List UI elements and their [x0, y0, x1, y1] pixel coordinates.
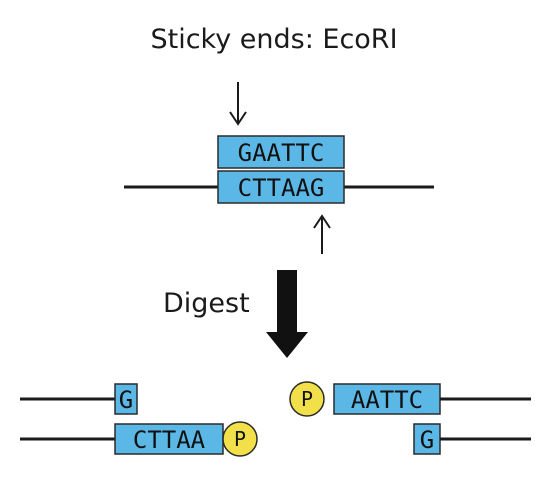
- top-cut-arrow-icon: [229, 82, 247, 126]
- left-top-box: [114, 383, 138, 415]
- recognition-site: GAATTC CTTAAG: [124, 82, 434, 254]
- left-top-overhang: G: [119, 386, 133, 414]
- right-top-sequence: AATTC: [351, 386, 423, 414]
- site-bottom-box: [217, 170, 345, 204]
- left-fragment: G CTTAA P: [20, 383, 258, 457]
- right-fragment: P AATTC G: [289, 381, 531, 455]
- bottom-cut-arrow-icon: [313, 214, 331, 254]
- right-bottom-box: [413, 423, 441, 455]
- digest-arrow-icon: [266, 270, 308, 358]
- left-phosphate-icon: [222, 421, 258, 457]
- right-phosphate-label: P: [301, 387, 313, 411]
- right-phosphate-icon: [289, 381, 325, 417]
- digest-label: Digest: [163, 288, 250, 319]
- site-bottom-sequence: CTTAAG: [238, 174, 325, 202]
- right-bottom-overhang: G: [420, 426, 434, 454]
- site-top-box: [217, 135, 345, 169]
- diagram-title: Sticky ends: EcoRI: [150, 24, 397, 55]
- left-phosphate-label: P: [234, 427, 246, 451]
- left-bottom-sequence: CTTAA: [133, 426, 206, 454]
- site-top-sequence: GAATTC: [238, 139, 325, 167]
